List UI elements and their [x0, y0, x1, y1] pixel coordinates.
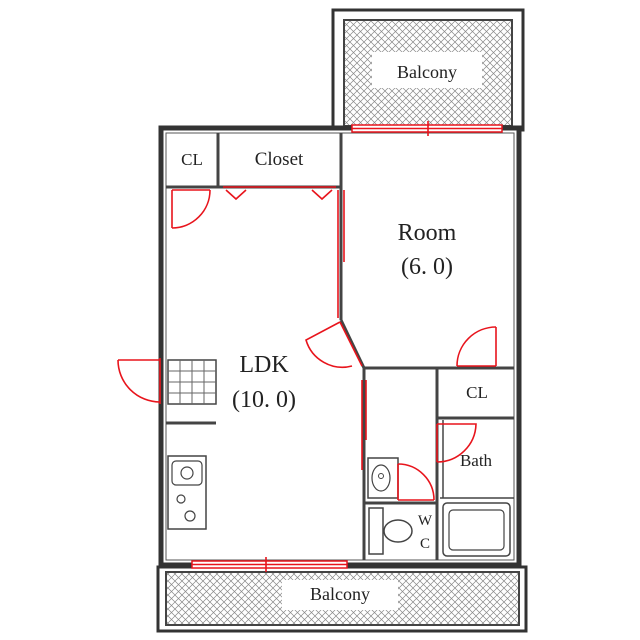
balcony-top [331, 8, 525, 132]
toilet [368, 507, 413, 555]
ldk-name-label: LDK [239, 352, 289, 378]
bath-label: Bath [460, 451, 493, 470]
kitchen-counter [167, 455, 207, 530]
balcony-bottom-label: Balcony [310, 584, 370, 604]
closet-label: Closet [255, 149, 304, 170]
cl-top-left-label: CL [181, 150, 203, 169]
room-labels: Balcony Balcony CL Closet Room (6. 0) LD… [181, 62, 492, 604]
windows [191, 121, 503, 572]
balcony-top-label: Balcony [397, 62, 457, 82]
bathtub [442, 420, 511, 557]
washbasin [367, 457, 399, 499]
balcony-bottom [156, 565, 528, 633]
shoe-cabinet [167, 359, 217, 405]
ldk-size-label: (10. 0) [232, 387, 296, 413]
cl-right-label: CL [466, 383, 488, 402]
doors [117, 186, 497, 501]
wc-w-label: W [418, 513, 433, 529]
wc-c-label: C [420, 536, 430, 552]
room-size-label: (6. 0) [401, 254, 453, 280]
room-name-label: Room [398, 220, 457, 246]
